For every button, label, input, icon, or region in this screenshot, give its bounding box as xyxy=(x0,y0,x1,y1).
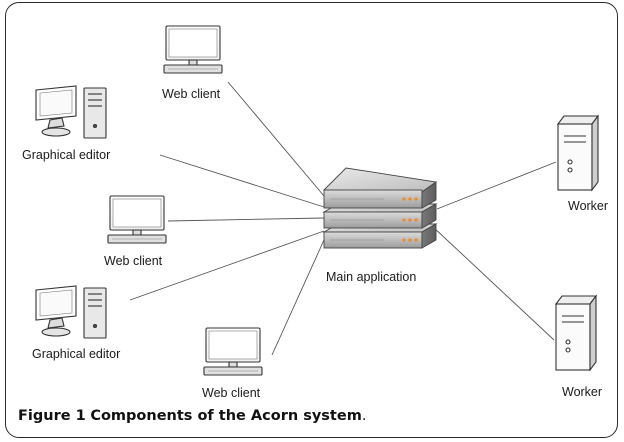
edge-web-client-top xyxy=(227,81,325,197)
main-application-label: Main application xyxy=(326,270,417,284)
edge-web-client-bottom xyxy=(271,239,325,356)
tower-server-icon xyxy=(556,114,600,192)
figure-title: Components of the Acorn system xyxy=(90,408,362,424)
tower-server-icon xyxy=(554,294,598,372)
edge-worker-bottom xyxy=(431,225,555,341)
edge-worker-top xyxy=(436,161,557,210)
web-client-label: Web client xyxy=(104,254,163,268)
workstation-icon xyxy=(35,85,107,139)
figure-frame xyxy=(5,2,618,438)
edge-web-client-middle xyxy=(167,217,325,222)
workstation-icon xyxy=(35,285,107,339)
graphical-editor-label: Graphical editor xyxy=(22,148,111,162)
edge-graphical-editor-top xyxy=(159,154,325,208)
monitor-icon xyxy=(203,327,263,376)
edge-graphical-editor-bottom xyxy=(129,230,325,301)
graphical-editor-label: Graphical editor xyxy=(32,347,121,361)
figure-number: Figure 1 xyxy=(18,408,86,424)
monitor-icon xyxy=(163,25,223,74)
web-client-label: Web client xyxy=(162,87,221,101)
server-stack-icon xyxy=(322,167,438,249)
monitor-icon xyxy=(107,195,167,244)
figure-caption: Figure 1 Components of the Acorn system. xyxy=(18,408,366,424)
web-client-label: Web client xyxy=(202,386,261,400)
caption-period: . xyxy=(361,408,367,424)
worker-label: Worker xyxy=(562,385,603,399)
worker-label: Worker xyxy=(568,199,609,213)
